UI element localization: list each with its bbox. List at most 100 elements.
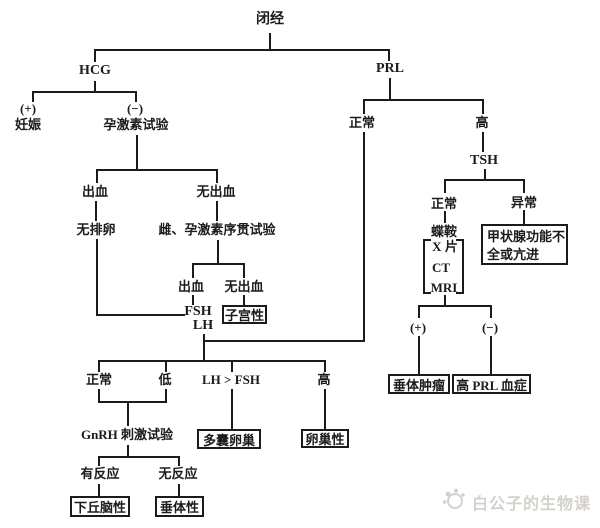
connector-line <box>490 305 492 318</box>
node-prl-normal: 正常 <box>348 115 376 130</box>
connector-line <box>98 360 326 362</box>
connector-line <box>127 445 129 456</box>
connector-line <box>178 484 180 496</box>
connector-line <box>96 314 185 316</box>
connector-line <box>127 401 129 426</box>
connector-line <box>231 360 233 372</box>
node-fsh-normal: 正常 <box>85 372 113 387</box>
connector-line <box>94 49 390 51</box>
connector-line <box>363 132 365 342</box>
connector-line <box>98 401 167 403</box>
connector-line <box>444 211 446 223</box>
connector-line <box>444 179 525 181</box>
connector-line <box>490 336 492 374</box>
connector-line <box>388 49 390 61</box>
connector-line <box>484 169 486 179</box>
connector-line <box>389 78 391 99</box>
connector-line <box>243 263 245 278</box>
node-hcg: HCG <box>79 63 111 78</box>
connector-line <box>523 179 525 193</box>
connector-line <box>165 389 167 401</box>
connector-line <box>135 91 137 102</box>
connector-line <box>243 295 245 305</box>
connector-line <box>165 360 167 372</box>
watermark-text: 白公子的生物课 <box>472 495 592 513</box>
node-lh: LH <box>192 318 214 333</box>
connector-line <box>136 135 138 169</box>
watermark: 白公子的生物课 <box>441 486 591 517</box>
connector-line <box>231 389 233 429</box>
box-thyroid-dysfunction: 甲状腺功能不 全或亢进 <box>481 224 568 265</box>
connector-line <box>98 360 100 372</box>
connector-line <box>217 240 219 263</box>
connector-line <box>98 456 100 466</box>
connector-line <box>523 210 525 224</box>
box-ovarian: 卵巢性 <box>301 429 349 448</box>
node-mri-negative: (−) <box>481 320 499 335</box>
node-ct: CT <box>431 260 451 275</box>
connector-line <box>32 91 137 93</box>
node-fsh: FSH <box>184 304 212 319</box>
connector-line <box>482 132 484 152</box>
node-bleeding: 出血 <box>81 184 109 199</box>
connector-line <box>98 484 100 496</box>
connector-line <box>363 99 365 114</box>
node-progestin-test: 孕激素试验 <box>103 117 169 132</box>
node-tsh-normal: 正常 <box>430 196 458 211</box>
node-prl: PRL <box>376 61 404 76</box>
node-hcg-positive: (+) <box>19 101 37 116</box>
node-tsh: TSH <box>469 153 499 168</box>
box-pituitary: 垂体性 <box>155 496 204 517</box>
node-sella: 蝶鞍 <box>430 224 458 239</box>
thyroid-line-2: 全或亢进 <box>487 247 540 262</box>
node-bleeding-2: 出血 <box>177 279 205 294</box>
connector-line <box>192 263 245 265</box>
node-tsh-abnormal: 异常 <box>510 195 538 210</box>
node-mri-positive: (+) <box>409 320 427 335</box>
connector-line <box>482 99 484 114</box>
box-pituitary-tumor: 垂体肿瘤 <box>388 374 450 394</box>
connector-line <box>98 389 100 401</box>
connector-line <box>216 169 218 183</box>
node-sequential-test: 雌、孕激素序贯试验 <box>158 222 276 237</box>
connector-line <box>324 360 326 372</box>
connector-line <box>192 263 194 278</box>
connector-line <box>444 295 446 305</box>
node-no-bleeding: 无出血 <box>196 184 236 199</box>
connector-line <box>203 340 365 342</box>
node-root: 闭经 <box>256 12 284 27</box>
node-no-bleeding-2: 无出血 <box>224 279 264 294</box>
node-fsh-high: 高 <box>317 372 331 387</box>
node-hcg-negative: (−) <box>126 101 144 116</box>
connector-line <box>32 91 34 102</box>
node-mri: MRI <box>430 280 458 295</box>
connector-line <box>418 336 420 374</box>
connector-line <box>94 81 96 91</box>
node-lh-gt-fsh: LH > FSH <box>202 372 260 387</box>
box-uterine: 子宫性 <box>222 305 267 324</box>
connector-line <box>96 169 218 171</box>
connector-line <box>178 456 180 466</box>
connector-line <box>96 169 98 183</box>
box-hyperprolactinemia: 高 PRL 血症 <box>452 374 531 394</box>
box-hypothalamic: 下丘脑性 <box>70 496 130 517</box>
rabbit-sun-logo-icon <box>441 486 467 517</box>
connector-line <box>444 179 446 193</box>
connector-line <box>94 49 96 62</box>
connector-line <box>418 305 420 318</box>
connector-line <box>269 33 271 49</box>
box-pcos: 多囊卵巢 <box>197 429 261 449</box>
connector-line <box>96 239 98 314</box>
connector-line <box>418 305 492 307</box>
connector-line <box>324 389 326 429</box>
connector-line <box>216 201 218 221</box>
node-response: 有反应 <box>80 466 120 481</box>
node-fsh-low: 低 <box>158 372 172 387</box>
node-no-response: 无反应 <box>158 466 198 481</box>
connector-line <box>363 99 484 101</box>
thyroid-line-1: 甲状腺功能不 <box>487 229 566 244</box>
node-xray: X 片 <box>432 239 458 254</box>
connector-line <box>192 295 194 305</box>
connector-line <box>203 334 205 360</box>
